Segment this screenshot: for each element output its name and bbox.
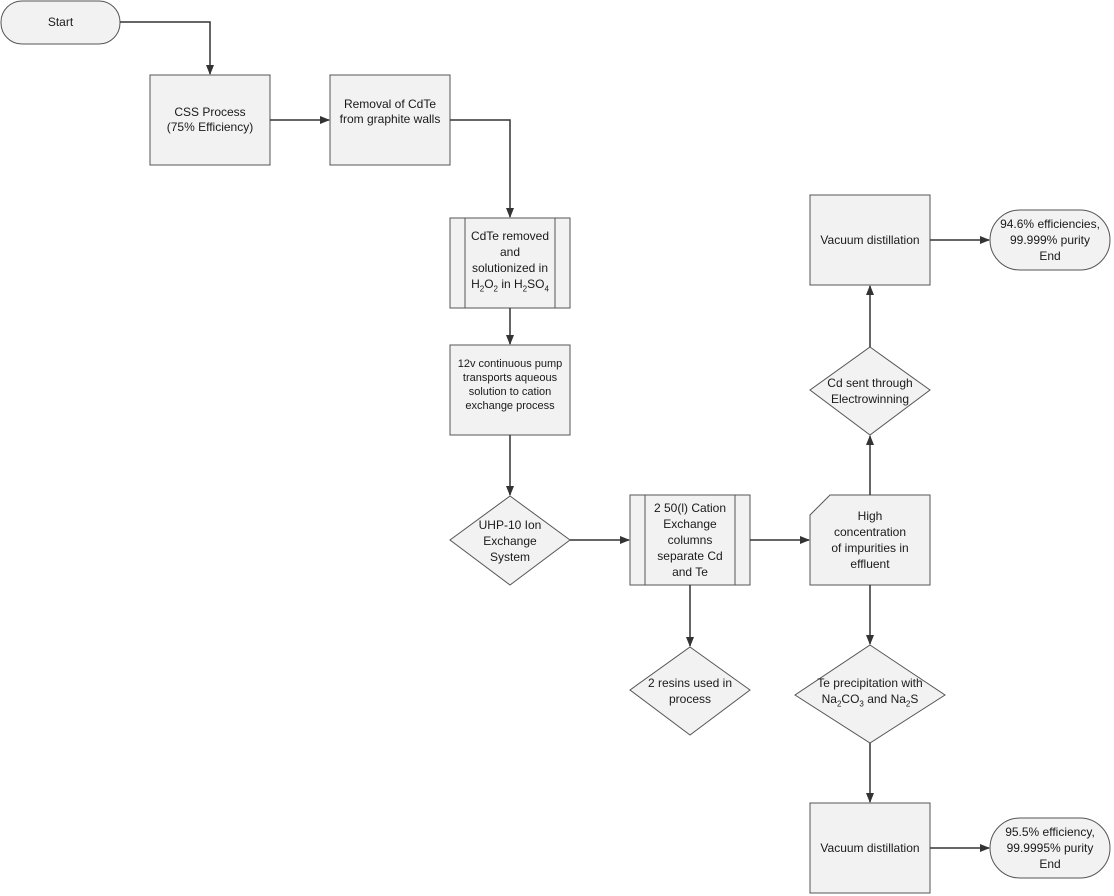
css-process-box[interactable] [149,74,271,166]
end-top-label: 94.6% efficiencies, 99.999% purity End [1000,217,1100,263]
cdte-removed-box[interactable] [449,217,571,309]
removal-box[interactable] [329,74,451,166]
end-top-terminator[interactable] [989,209,1111,271]
vacuum-top-box[interactable] [809,194,931,286]
te-precipitation-label: Te precipitation with Na2CO3 and Na2S [795,645,945,743]
uhp-decision[interactable] [449,495,571,586]
resins-label: 2 resins used in process [647,676,733,706]
cation-columns-box[interactable] [629,494,751,586]
end-bottom-label: 95.5% efficiency, 99.9995% purity End [1005,825,1095,871]
cation-columns-label: 2 50(l) Cation Exchange columns separate… [653,501,727,579]
pump-label: 12v continuous pump transports aqueous s… [457,358,563,412]
pump-box[interactable] [449,344,571,436]
uhp-label: UHP-10 Ion Exchange System [478,517,542,564]
cdte-removed-label: CdTe removed and solutionized in H2O2 in… [465,218,555,308]
start-label: Start [47,15,74,29]
resins-decision[interactable] [629,646,751,736]
vacuum-bottom-label: Vacuum distillation [820,840,920,855]
connector-removal-cdte [450,119,514,218]
cdte-removed-formula: H2O2 in H2SO4 [471,277,549,294]
removal-label: Removal of CdTe from graphite walls [339,97,441,126]
electrowinning-label: Cd sent through Electrowinning [827,376,913,406]
end-bottom-terminator[interactable] [989,817,1111,879]
css-process-label: CSS Process (75% Efficiency) [166,105,254,134]
te-precipitation-formula: Na2CO3 and Na2S [821,692,919,709]
high-concentration-label: High concentration of impurities in effl… [831,509,909,571]
vacuum-bottom-box[interactable] [809,802,931,894]
connector-start-css [120,21,214,75]
vacuum-top-label: Vacuum distillation [820,232,920,247]
